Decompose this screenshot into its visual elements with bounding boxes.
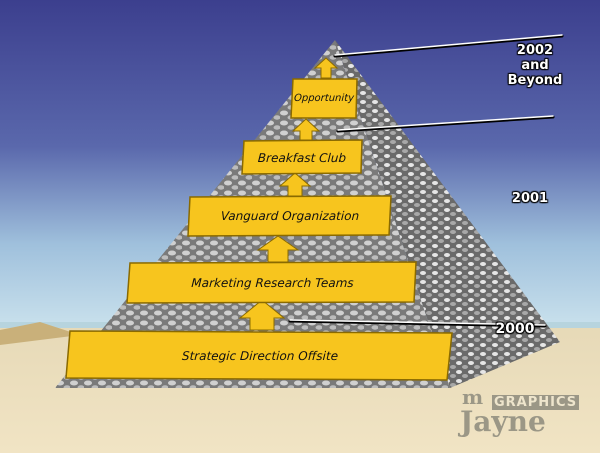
step-opportunity: Opportunity [293, 93, 355, 104]
label-2000: 2000 [495, 321, 535, 337]
label-2001: 2001 [511, 191, 549, 206]
banners [65, 78, 453, 381]
label-2002-and-beyond: 2002 and Beyond [507, 43, 563, 88]
arrows [238, 57, 339, 331]
step-breakfast-club: Breakfast Club [257, 150, 347, 165]
timeline-lines [288, 34, 564, 328]
step-marketing-research-teams: Marketing Research Teams [191, 276, 354, 290]
step-strategic-direction-offsite: Strategic Direction Offsite [181, 349, 339, 363]
rocks [0, 322, 80, 345]
step-vanguard-organization: Vanguard Organization [220, 209, 360, 223]
